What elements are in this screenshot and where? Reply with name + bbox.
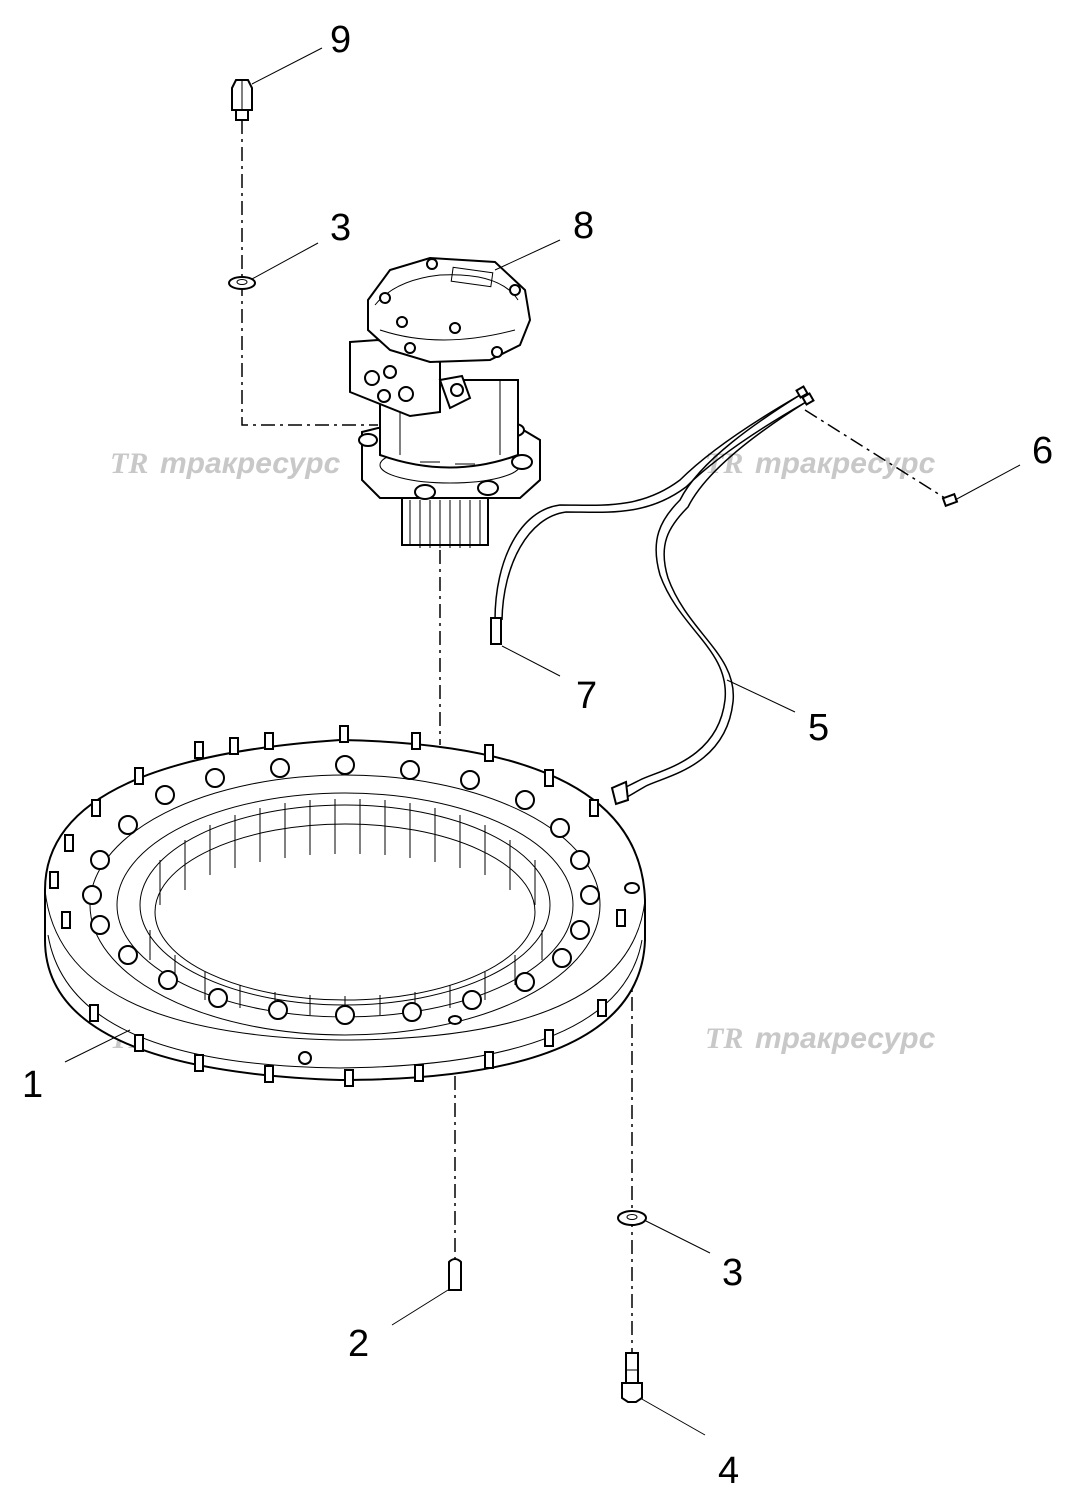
swing-ring-gear-1 — [44, 725, 646, 1087]
watermark-logo: TR — [110, 447, 148, 480]
pinion-gear — [401, 494, 489, 548]
callout-7: 7 — [576, 675, 597, 717]
leader-lines — [64, 47, 1021, 1436]
callout-2: 2 — [348, 1323, 369, 1365]
watermark-bottom-right: TR тракресурс — [705, 1022, 936, 1055]
watermark-text: тракресурс — [755, 447, 936, 480]
bolt-4 — [621, 1352, 643, 1403]
watermark-top-right: TR тракресурс — [705, 447, 936, 480]
callout-4: 4 — [718, 1450, 739, 1492]
assembly-line-plug-6 — [804, 409, 949, 501]
hose-5 — [490, 385, 815, 806]
callout-9: 9 — [330, 19, 351, 61]
callout-3-top: 3 — [330, 207, 351, 249]
callout-8: 8 — [573, 205, 594, 247]
ring-outer-studs — [49, 725, 626, 1087]
callout-3-bottom: 3 — [722, 1252, 743, 1294]
watermark-text: тракресурс — [160, 447, 341, 480]
callout-1: 1 — [22, 1064, 43, 1106]
callout-6: 6 — [1032, 430, 1053, 472]
washer-3-bottom — [617, 1210, 647, 1226]
callout-5: 5 — [808, 707, 829, 749]
watermark-logo: TR — [705, 1022, 743, 1055]
watermark-top-left: TR тракресурс — [110, 447, 341, 480]
ring-top-bolts — [82, 755, 600, 1025]
assembly-line-bolt-9 — [241, 120, 378, 426]
washer-3-top — [228, 276, 256, 290]
watermark-text: тракресурс — [755, 1022, 936, 1055]
plug-6 — [941, 492, 959, 508]
dowel-pin-2 — [448, 1258, 462, 1291]
bolt-9 — [231, 79, 253, 121]
swing-motor-8 — [349, 256, 541, 548]
